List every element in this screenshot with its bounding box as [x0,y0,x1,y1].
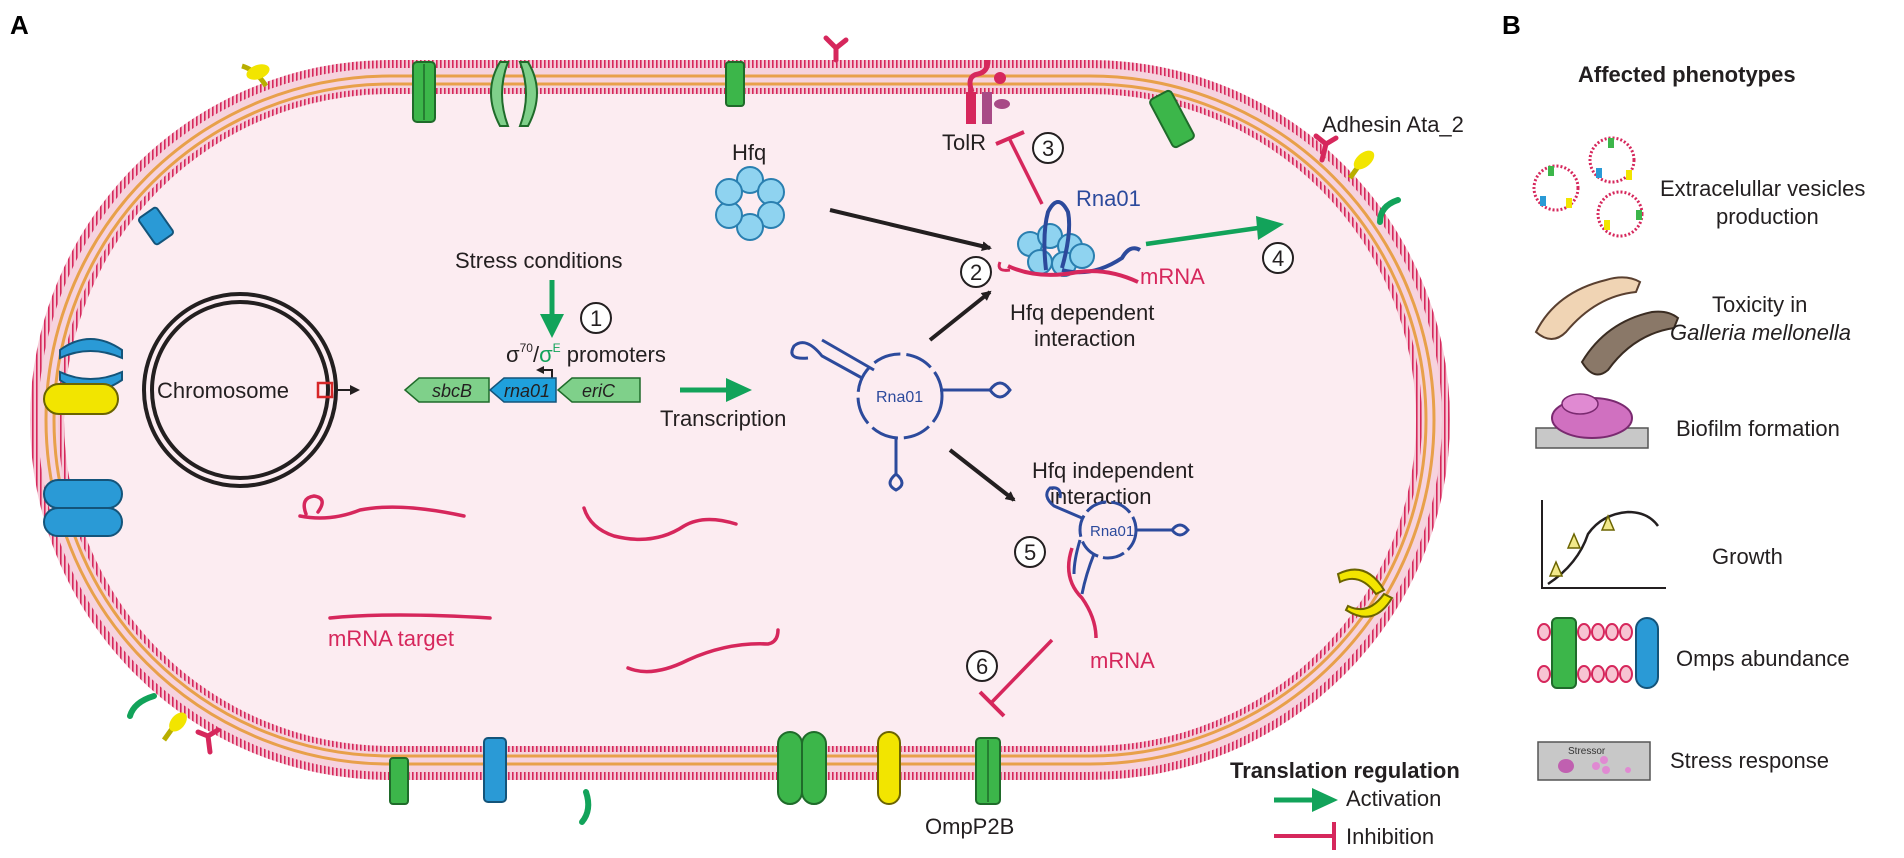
vesicles-icon [1532,136,1644,238]
phenotype-1-line2: production [1716,204,1819,229]
step-markers [580,132,1294,682]
surface-adhesins [127,35,1401,825]
omp-green-top-3 [1149,89,1195,149]
inhibit-step6 [990,638,1054,704]
gene-eric [556,377,641,403]
rna01-center-label: Rna01 [876,389,923,406]
omp-green-pore-top [490,61,538,127]
hfq-independent-complex [1045,486,1190,639]
step-6: 6 [976,654,988,679]
omp-p2b [975,737,1001,805]
biofilm-icon [1535,393,1649,449]
phenotype-3: Biofilm formation [1676,416,1840,441]
outer-membrane-proteins [43,61,1394,805]
omp-blue-left-top [137,206,175,246]
omp-green-bottom-double [777,731,827,805]
omp-green-top-2 [725,61,745,107]
hfq-dependent-line1: Hfq dependent [1010,300,1154,325]
rna-to-complex-arrow [928,290,992,342]
phenotype-6: Stress response [1670,748,1829,773]
phenotype-2-line2: Galleria mellonella [1670,320,1851,345]
legend-title: Translation regulation [1230,758,1460,783]
mrna-targets [298,494,780,674]
panel-b-label: B [1502,10,1521,40]
step-3: 3 [1042,136,1054,161]
omp-p2b-label: OmpP2B [925,814,1014,839]
hfq-to-complex-arrow [829,208,992,252]
step-1: 1 [590,306,602,331]
rna01-dependent-label: Rna01 [1076,186,1141,211]
larvae-icon [1534,276,1680,376]
transcription-label: Transcription [660,406,786,431]
step-4: 4 [1272,246,1284,271]
gene-eric-label: eriC [582,381,616,401]
hfq-independent-line2: interaction [1050,484,1152,509]
gene-rna01 [488,377,557,403]
omps-icon [1537,617,1659,689]
omp-blue-barrels-left [43,479,123,537]
growth-icon [1541,500,1666,589]
hfq-dependent-line2: interaction [1034,326,1136,351]
phenotypes-title: Affected phenotypes [1578,62,1796,87]
chromosome-label: Chromosome [157,378,289,403]
chromosome [142,292,338,488]
omp-blue-bottom [483,737,507,803]
omp-green-bottom-1 [389,757,409,805]
omp-yellow-bottom [877,731,901,805]
gene-sbcb-label: sbcB [432,381,472,401]
hfq-ring [715,166,785,241]
gene-rna01-label: rna01 [504,381,550,401]
gene-operon [403,377,641,403]
mrna-independent-label: mRNA [1090,648,1155,673]
hfq-independent-line1: Hfq independent [1032,458,1193,483]
activation-step4-arrow [1145,225,1259,247]
tolr-label: TolR [942,130,986,155]
stress-label: Stress conditions [455,248,623,273]
legend-activation: Activation [1346,786,1441,811]
phenotype-1-line1: Extracelullar vesicles [1660,176,1865,201]
mrna-target-label: mRNA target [328,626,454,651]
phenotype-2-line1: Toxicity in [1712,292,1807,317]
omp-yellow-pore-right [1336,568,1394,618]
step-5: 5 [1024,540,1036,565]
step-2: 2 [970,260,982,285]
stressor-label: Stressor [1568,746,1606,757]
tolr-protein [966,59,1010,124]
rna-to-independent-arrow [948,448,1016,502]
promoters-label: σ70/σE promoters [506,341,666,367]
hfq-label: Hfq [732,140,766,165]
rna01-structure [790,338,1012,492]
omp-green-top-1 [412,61,436,123]
rna01-independent-label: Rna01 [1090,523,1134,540]
panel-a-label: A [10,10,29,40]
stress-response-icon [1537,741,1651,781]
mrna-dependent-label: mRNA [1140,264,1205,289]
legend: Translation regulation Activation Inhibi… [1230,758,1460,850]
omp-yellow-left [43,383,119,415]
legend-inhibition: Inhibition [1346,824,1434,849]
hfq-dependent-complex [997,200,1142,284]
phenotype-4: Growth [1712,544,1783,569]
phenotype-5: Omps abundance [1676,646,1850,671]
adhesin-label: Adhesin Ata_2 [1322,112,1464,137]
inhibit-tolr [1008,139,1044,205]
